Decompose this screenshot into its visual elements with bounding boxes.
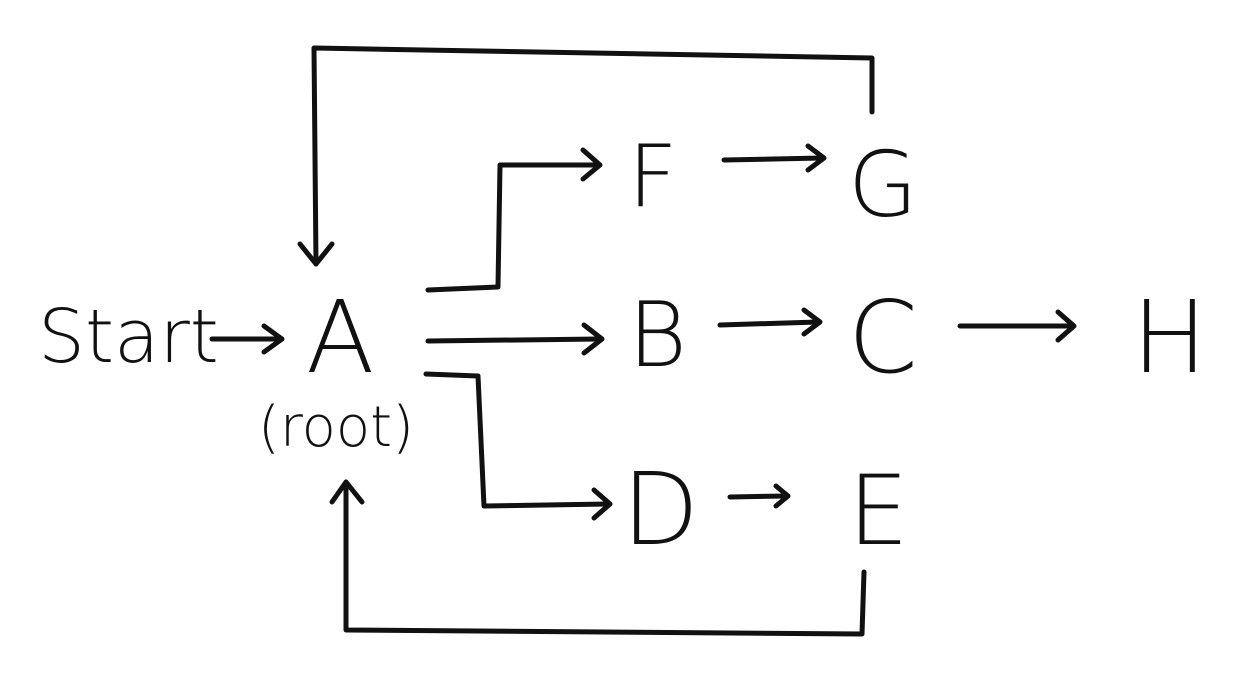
node-start: Start [38,294,219,380]
node-f: F [628,127,677,227]
node-a: A [306,279,374,396]
edge-e-to-a-feedback [329,479,867,637]
node-c: C [848,279,918,396]
node-d: D [622,451,699,568]
edge-f-to-g [721,143,827,173]
edge-a-to-f [425,147,603,293]
node-b: B [628,283,687,388]
node-e: E [848,455,909,567]
edge-start-to-a [209,323,285,355]
node-a-note: (root) [258,395,414,460]
edge-a-to-d [423,371,613,521]
edge-a-to-b [425,322,605,356]
node-g: G [848,133,918,238]
edge-c-to-h [957,309,1077,343]
edge-g-to-a-feedback [297,45,875,267]
node-h: H [1132,279,1207,396]
edge-b-to-c [717,307,823,337]
edge-d-to-e [727,483,791,509]
